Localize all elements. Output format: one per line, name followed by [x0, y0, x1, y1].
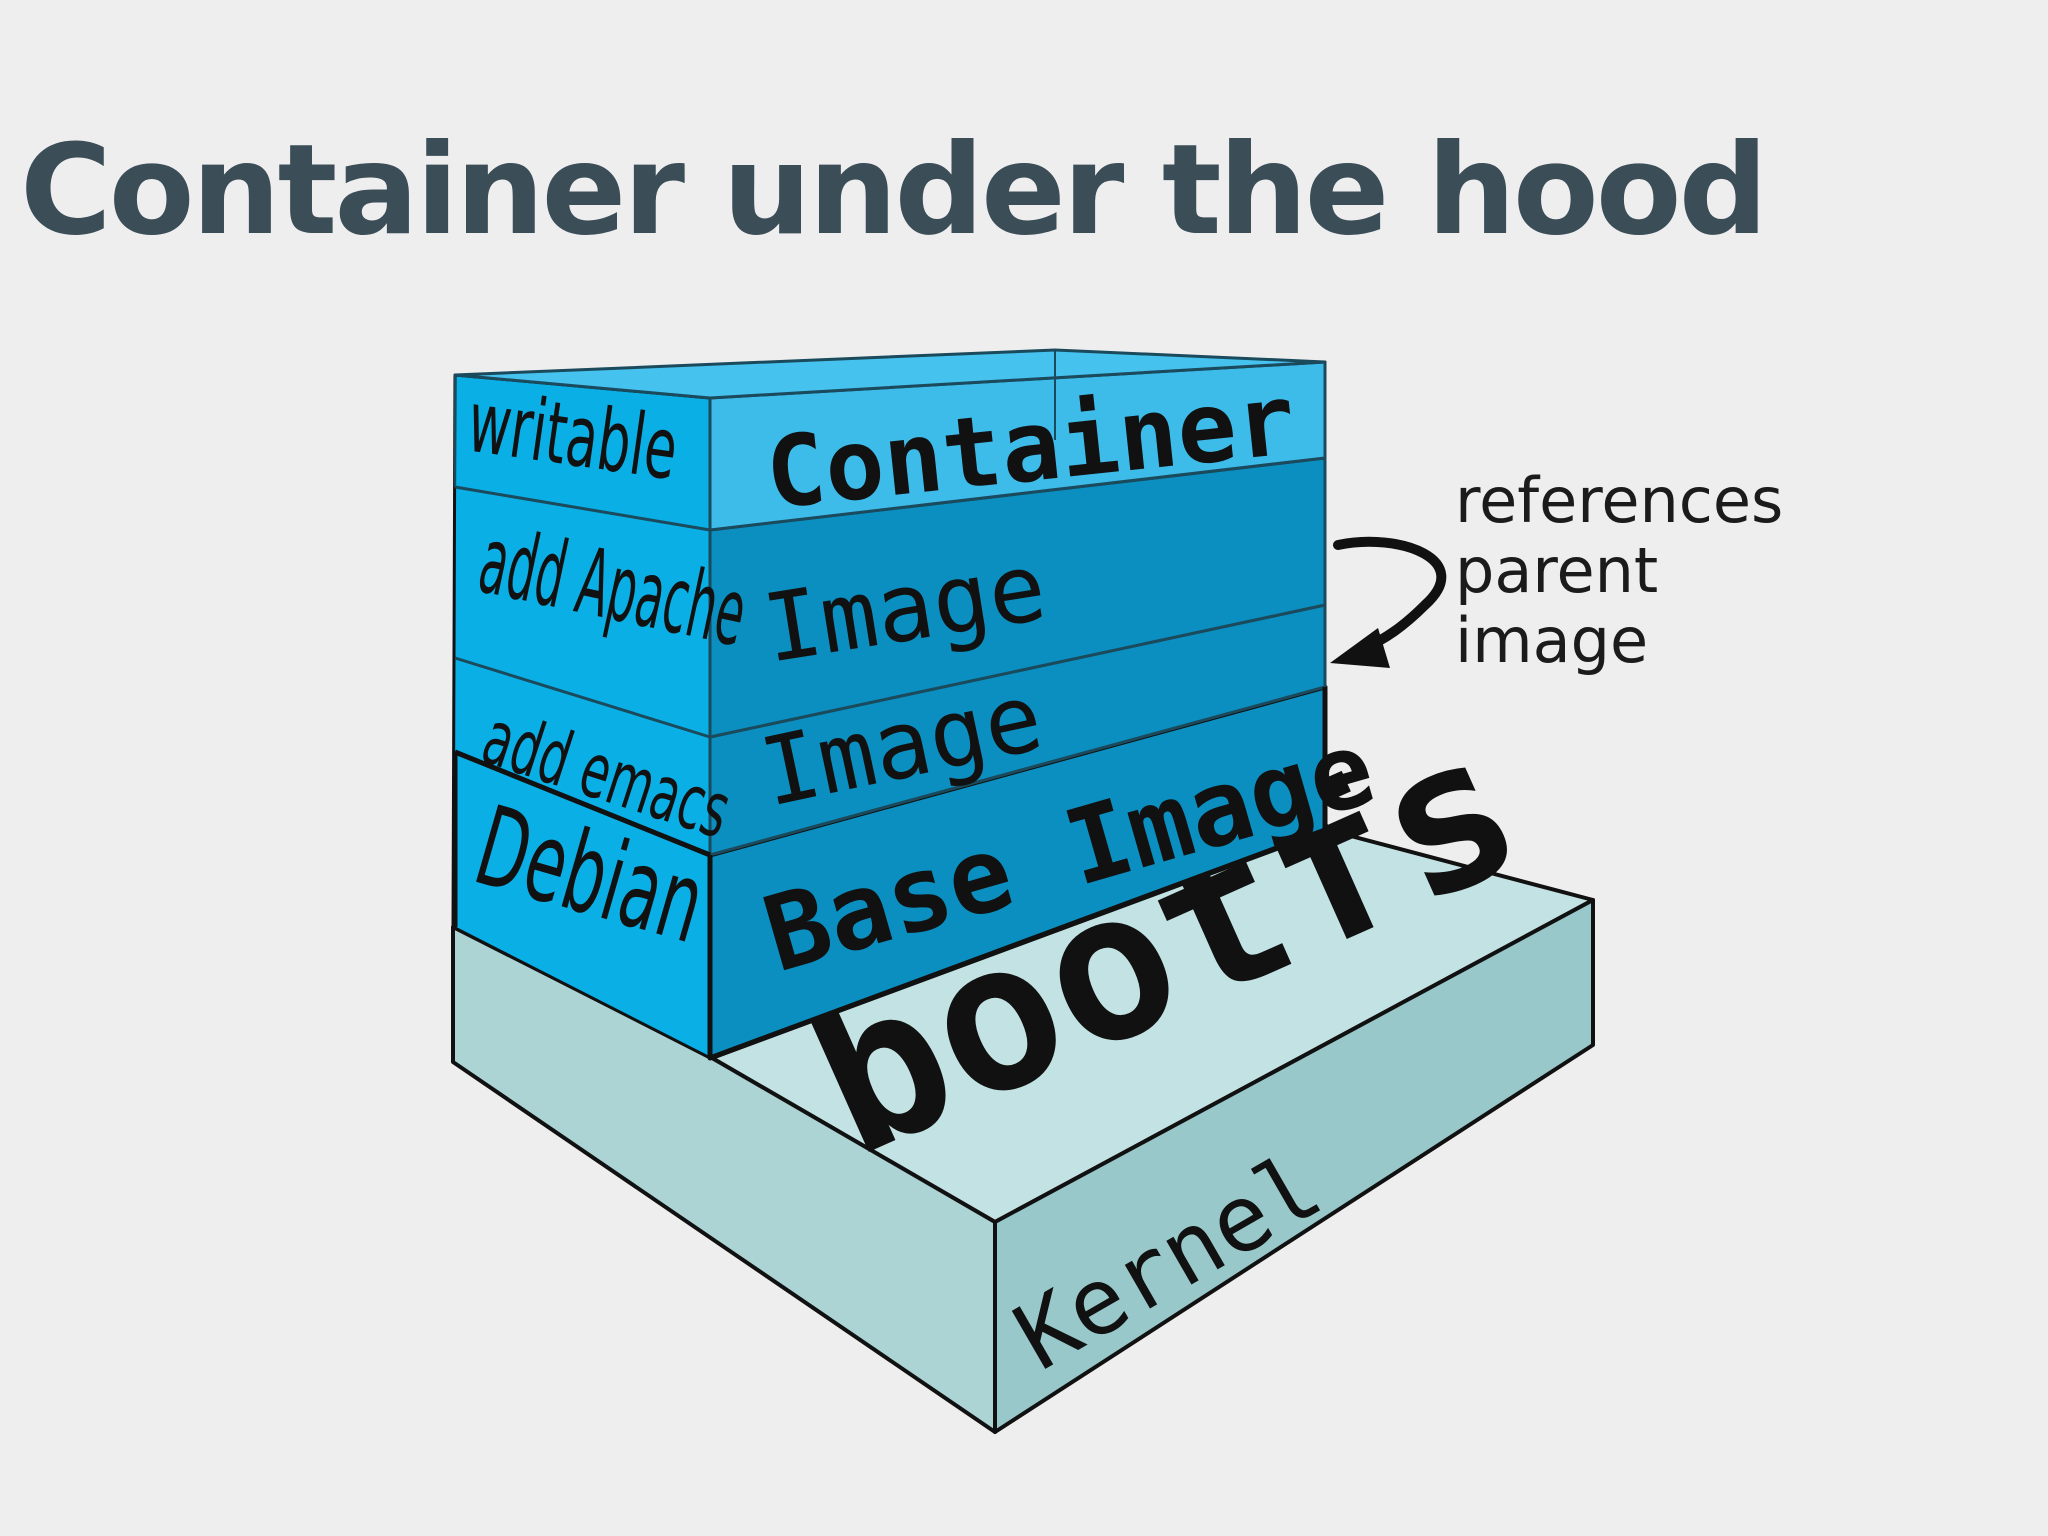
- annotation-line-2: parent: [1455, 534, 1658, 607]
- parent-reference-annotation: references parent image: [1455, 464, 1783, 677]
- annotation-line-3: image: [1455, 604, 1648, 677]
- annotation-line-1: references: [1455, 464, 1783, 537]
- parent-reference-arrow-icon: [1330, 536, 1447, 668]
- slide-title: Container under the hood: [20, 118, 1768, 263]
